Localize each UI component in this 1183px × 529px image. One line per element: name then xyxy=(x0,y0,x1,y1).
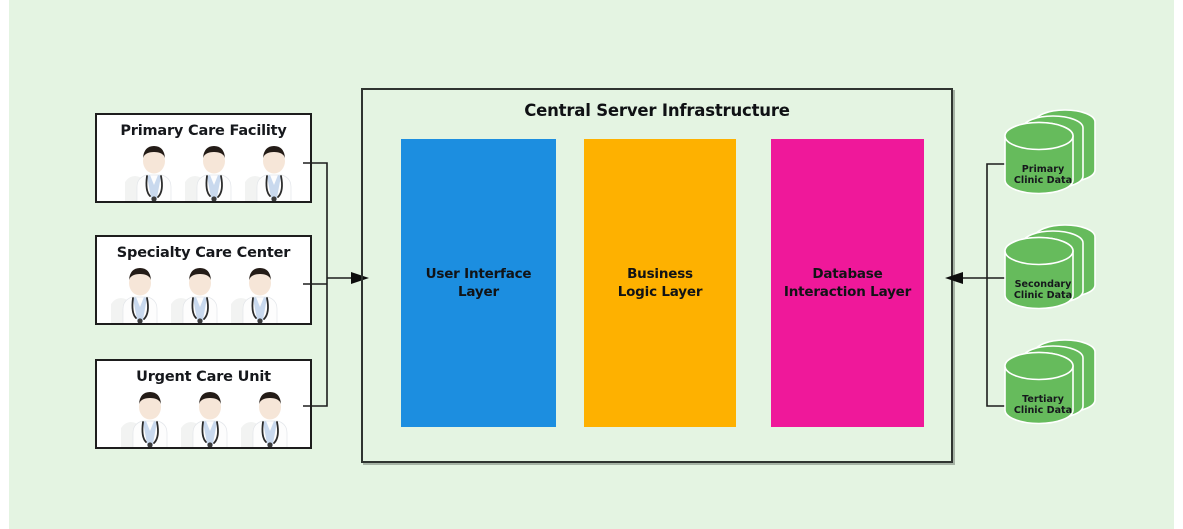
doctor-icon xyxy=(171,268,218,323)
facility-box-specialty-care-center: Specialty Care Center xyxy=(95,235,312,325)
doctor-icon xyxy=(241,392,288,447)
facility-box-primary-care-facility: Primary Care Facility xyxy=(95,113,312,203)
facilities-to-server-connector xyxy=(303,162,369,407)
facility-staff-illustration xyxy=(97,385,310,447)
database-cylinder-icon xyxy=(1004,109,1096,195)
facility-label: Urgent Care Unit xyxy=(136,369,271,385)
facility-label: Specialty Care Center xyxy=(116,245,291,261)
central-server-box xyxy=(361,88,953,463)
doctor-icon xyxy=(185,146,232,201)
diagram-stage: Primary Care Facility xyxy=(9,0,1174,529)
facility-staff-illustration xyxy=(97,261,310,323)
server-title: Central Server Infrastructure xyxy=(524,101,790,120)
facility-label: Primary Care Facility xyxy=(120,123,287,139)
facility-box-urgent-care-unit: Urgent Care Unit xyxy=(95,359,312,449)
databases-to-server-connector xyxy=(945,163,1011,407)
doctor-icon xyxy=(181,392,228,447)
database-cylinder-icon xyxy=(1004,339,1096,425)
doctor-icon xyxy=(245,146,292,201)
doctor-icon xyxy=(231,268,278,323)
facility-staff-illustration xyxy=(97,139,310,201)
doctor-icon xyxy=(121,392,168,447)
database-cylinder-icon xyxy=(1004,224,1096,310)
doctor-icon xyxy=(111,268,158,323)
doctor-icon xyxy=(125,146,172,201)
